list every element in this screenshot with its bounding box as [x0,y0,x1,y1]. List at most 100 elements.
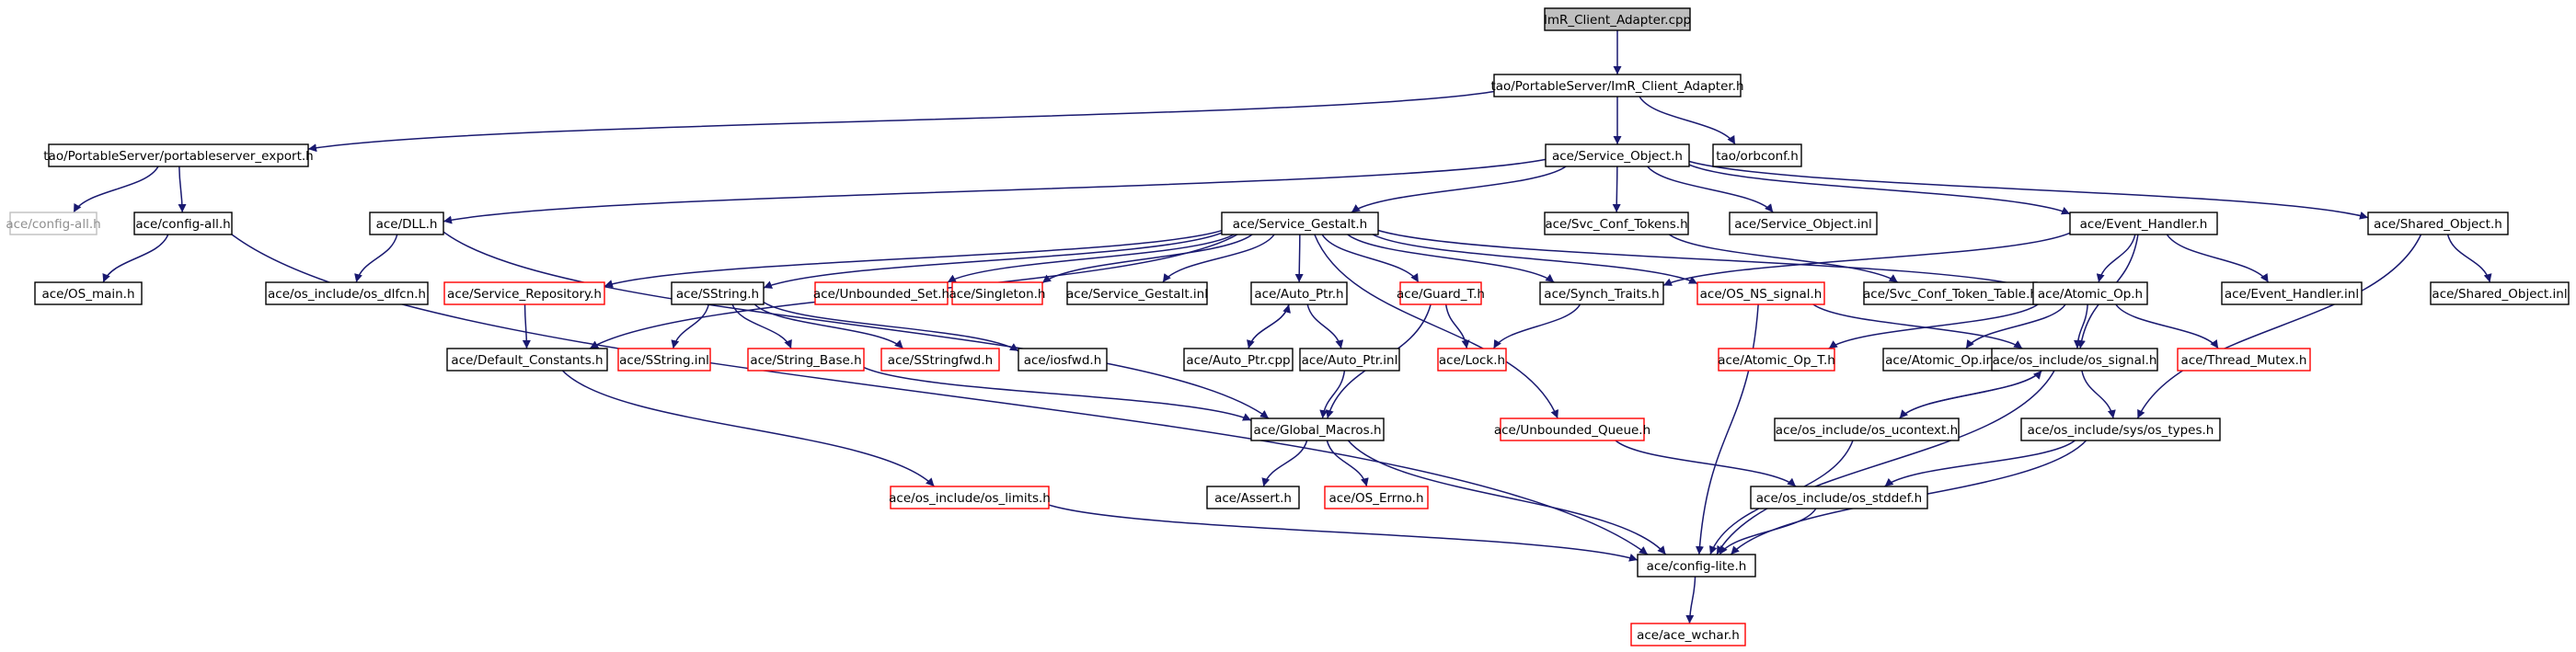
node-label: ace/OS_Errno.h [1328,491,1423,506]
node-box [1324,486,1429,509]
node-sstr[interactable]: ace/SString.h [671,281,765,305]
edge-systypes-to-stddef [1884,440,2076,487]
node-evh[interactable]: ace/Event_Handler.h [2069,212,2218,235]
node-assert[interactable]: ace/Assert.h [1206,486,1300,509]
node-label: ace/config-lite.h [1647,559,1747,574]
edge-autoptr-to-autoptrinl [1306,303,1344,349]
node-label: ace/Event_Handler.h [2080,217,2208,232]
node-root[interactable]: ImR_Client_Adapter.cpp [1544,7,1691,31]
edge-globmac-to-errno [1326,440,1369,487]
node-autoptrcpp[interactable]: ace/Auto_Ptr.cpp [1183,348,1294,372]
node-errno[interactable]: ace/OS_Errno.h [1324,486,1429,509]
node-sctt[interactable]: ace/Svc_Conf_Token_Table.h [1863,281,2038,305]
node-ossignal[interactable]: ace/os_include/os_signal.h [1991,348,2158,372]
node-single[interactable]: ace/Singleton.h [949,281,1046,305]
node-box [1774,418,1960,441]
node-autoptrinl[interactable]: ace/Auto_Ptr.inl [1299,348,1400,372]
node-globmac[interactable]: ace/Global_Macros.h [1250,418,1385,441]
edge-evh-to-evhinl [2166,234,2270,283]
node-lock[interactable]: ace/Lock.h [1437,348,1507,372]
node-label: tao/PortableServer/ImR_Client_Adapter.h [1490,79,1743,94]
node-autoptr[interactable]: ace/Auto_Ptr.h [1250,281,1348,305]
node-shoinl[interactable]: ace/Shared_Object.inl [2430,281,2570,305]
node-box [1250,281,1348,305]
node-wchar[interactable]: ace/ace_wchar.h [1630,623,1746,646]
node-cfgall_g[interactable]: ace/config-all.h [6,212,101,235]
node-atomic[interactable]: ace/Atomic_Op.h [2032,281,2148,305]
node-sstrfwd[interactable]: ace/SStringfwd.h [880,348,1000,372]
node-imr[interactable]: tao/PortableServer/ImR_Client_Adapter.h [1490,74,1744,97]
node-box [617,348,711,372]
node-box [1718,348,1835,372]
node-label: ace/Service_Object.inl [1734,217,1872,232]
edge-sstr-to-iosfwd [763,301,1019,352]
node-osmain[interactable]: ace/OS_main.h [34,281,143,305]
node-label: ace/SString.inl [619,353,709,368]
node-label: ace/Svc_Conf_Token_Table.h [1863,287,2038,302]
node-label: ace/Lock.h [1439,353,1505,368]
edge-autoptrinl-to-globmac [1319,370,1346,419]
node-systypes[interactable]: ace/os_include/sys/os_types.h [2020,418,2221,441]
node-label: ace/Service_Repository.h [447,287,602,302]
node-sho[interactable]: ace/Shared_Object.h [2367,212,2509,235]
node-box [1299,348,1400,372]
node-label: ace/Singleton.h [949,287,1045,302]
edge-gestalt-to-autoptr [1294,234,1304,283]
node-unset[interactable]: ace/Unbounded_Set.h [813,281,949,305]
node-nssig[interactable]: ace/OS_NS_signal.h [1696,281,1825,305]
node-label: ace/os_include/os_limits.h [889,491,1051,506]
node-svcobj[interactable]: ace/Service_Object.h [1545,143,1690,167]
node-label: ace/DLL.h [376,217,438,232]
node-evhinl[interactable]: ace/Event_Handler.inl [2221,281,2363,305]
node-orbconf[interactable]: tao/orbconf.h [1712,143,1802,167]
node-strbase[interactable]: ace/String_Base.h [747,348,865,372]
edge-gestalt-to-nssig [1372,234,1698,285]
node-synch[interactable]: ace/Synch_Traits.h [1539,281,1664,305]
edge-cfglite-to-wchar [1685,576,1696,624]
node-cfglite[interactable]: ace/config-lite.h [1637,554,1756,578]
node-sginl[interactable]: ace/Service_Gestalt.inl [1066,281,1208,305]
node-stddef[interactable]: ace/os_include/os_stddef.h [1750,486,1928,509]
edge-atomic-to-ossignal [2073,303,2088,349]
node-atomicinl[interactable]: ace/Atomic_Op.inl [1882,348,2000,372]
node-iosfwd[interactable]: ace/iosfwd.h [1018,348,1108,372]
node-label: ace/Synch_Traits.h [1544,287,1659,302]
node-sct[interactable]: ace/Svc_Conf_Tokens.h [1544,212,1689,235]
node-unq[interactable]: ace/Unbounded_Queue.h [1494,418,1650,441]
edge-sho-to-shoinl [2446,234,2492,283]
edge-autoptrcpp-to-autoptr [1248,303,1291,349]
node-label: ace/Atomic_Op.inl [1885,353,1997,368]
node-ucontext[interactable]: ace/os_include/os_ucontext.h [1774,418,1960,441]
edge-svcobj-to-soi [1647,166,1774,213]
node-sstrinl[interactable]: ace/SString.inl [617,348,711,372]
node-box [1539,281,1664,305]
edge-gestalt-to-srep [604,229,1223,288]
node-oslimits[interactable]: ace/os_include/os_limits.h [889,486,1051,509]
node-label: ace/config-all.h [6,217,100,232]
node-gestalt[interactable]: ace/Service_Gestalt.h [1221,212,1379,235]
node-box [2020,418,2221,441]
node-atomict[interactable]: ace/Atomic_Op_T.h [1718,348,1835,372]
node-box [2069,212,2218,235]
node-box [1066,281,1208,305]
node-cfgall[interactable]: ace/config-all.h [133,212,233,235]
node-box [2430,281,2570,305]
edge-defc-to-oslimits [561,370,936,487]
node-dll[interactable]: ace/DLL.h [369,212,444,235]
node-box [1500,418,1645,441]
edge-dll-to-globmac [443,231,1270,419]
node-dlfcn[interactable]: ace/os_include/os_dlfcn.h [265,281,429,305]
node-soi[interactable]: ace/Service_Object.inl [1729,212,1878,235]
node-pse[interactable]: tao/PortableServer/portableserver_export… [43,143,314,167]
node-thrmutex[interactable]: ace/Thread_Mutex.h [2177,348,2311,372]
node-label: ace/String_Base.h [750,353,861,368]
edge-imr-to-pse [307,90,1495,153]
node-box [2032,281,2148,305]
node-srep[interactable]: ace/Service_Repository.h [443,281,605,305]
node-box [1183,348,1294,372]
node-box [48,143,309,167]
edge-cfgall-to-osmain [102,234,169,283]
edge-gestalt-to-unq [1314,234,1558,419]
node-defc[interactable]: ace/Default_Constants.h [446,348,608,372]
node-guard[interactable]: ace/Guard_T.h [1397,281,1485,305]
